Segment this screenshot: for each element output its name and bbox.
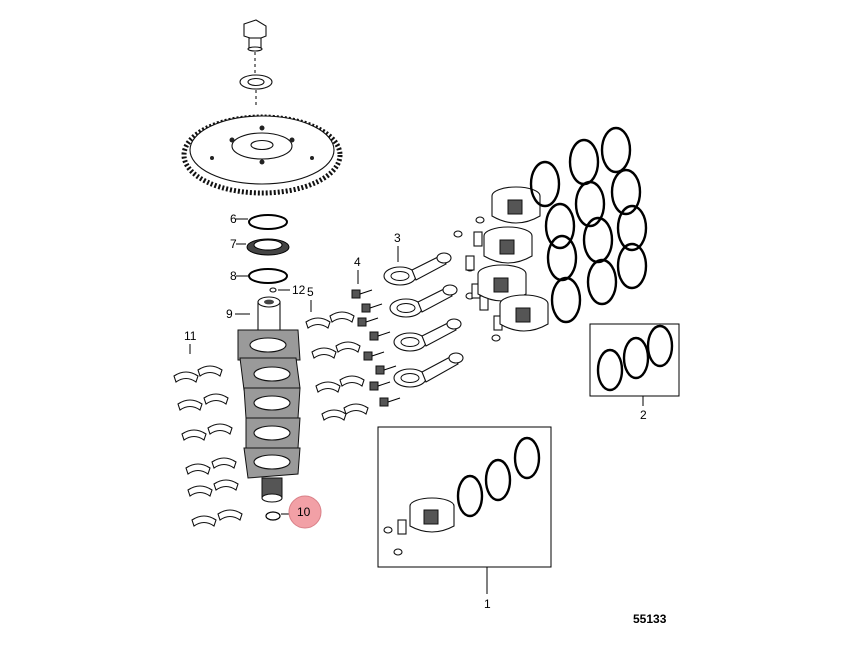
piston [491, 186, 541, 224]
connecting-rod [393, 352, 464, 388]
rod-bolt [379, 397, 401, 407]
callout-5: 5 [307, 285, 314, 299]
main-bearing-half [185, 457, 237, 475]
main-bearing-half [173, 365, 223, 383]
flywheel [181, 114, 343, 196]
piston-set [453, 186, 549, 342]
rod-bearing-half [321, 403, 369, 421]
rod-bolt [369, 381, 391, 391]
piston [483, 226, 533, 264]
crankshaft-front-oring: 10 [265, 495, 322, 529]
main-bearing-half [187, 479, 239, 497]
rod-bearing-set: 5 [305, 285, 369, 421]
kit-piston-pin [397, 519, 407, 535]
main-bearing-half [177, 393, 229, 411]
snap-ring: 6 [230, 212, 288, 230]
figure-id: 55133 [633, 612, 667, 626]
callout-10: 10 [297, 505, 311, 519]
callout-7: 7 [230, 237, 237, 251]
rod-bolt [357, 317, 379, 327]
piston [499, 294, 549, 332]
callout-10-highlight[interactable] [288, 495, 322, 529]
callout-3: 3 [394, 231, 401, 245]
rod-bolt [361, 303, 383, 313]
connecting-rod-set: 3 [383, 231, 464, 388]
callout-8: 8 [230, 269, 237, 283]
connecting-rod [393, 318, 462, 352]
rear-main-seal: 7 [230, 237, 290, 256]
spacer-ring: 8 [230, 268, 288, 284]
connecting-rod [383, 252, 452, 286]
rod-bolt [363, 351, 385, 361]
rod-bearing-half [315, 375, 365, 393]
piston-kit-box: 1 [377, 426, 552, 611]
callout-9: 9 [226, 307, 233, 321]
connecting-rod [389, 284, 458, 318]
ring-kit-box: 2 [589, 323, 680, 422]
callout-1: 1 [484, 597, 491, 611]
rod-bolt [351, 289, 373, 299]
main-bearing-half [181, 423, 233, 441]
callout-6: 6 [230, 212, 237, 226]
crankshaft: 9 [226, 296, 301, 503]
callout-4: 4 [354, 255, 361, 269]
piston-ring-grid [529, 126, 648, 324]
kit-pin-clip [383, 526, 393, 534]
rod-bearing-half [305, 311, 355, 329]
callout-11: 11 [184, 329, 197, 343]
kit-pin-clip [393, 548, 403, 556]
kit-piston [409, 497, 455, 533]
callout-12: 12 [292, 283, 306, 297]
main-bearing-half [191, 509, 243, 527]
main-bearing-set: 11 [173, 329, 243, 527]
dowel-pin: 12 [269, 283, 306, 297]
flywheel-spacer [239, 74, 273, 108]
callout-2: 2 [640, 408, 647, 422]
rod-bolt [369, 331, 391, 341]
flywheel-bolt [243, 19, 267, 78]
rod-bearing-half [311, 341, 361, 359]
rod-bolt-set: 4 [351, 255, 401, 407]
rod-bolt [375, 365, 397, 375]
